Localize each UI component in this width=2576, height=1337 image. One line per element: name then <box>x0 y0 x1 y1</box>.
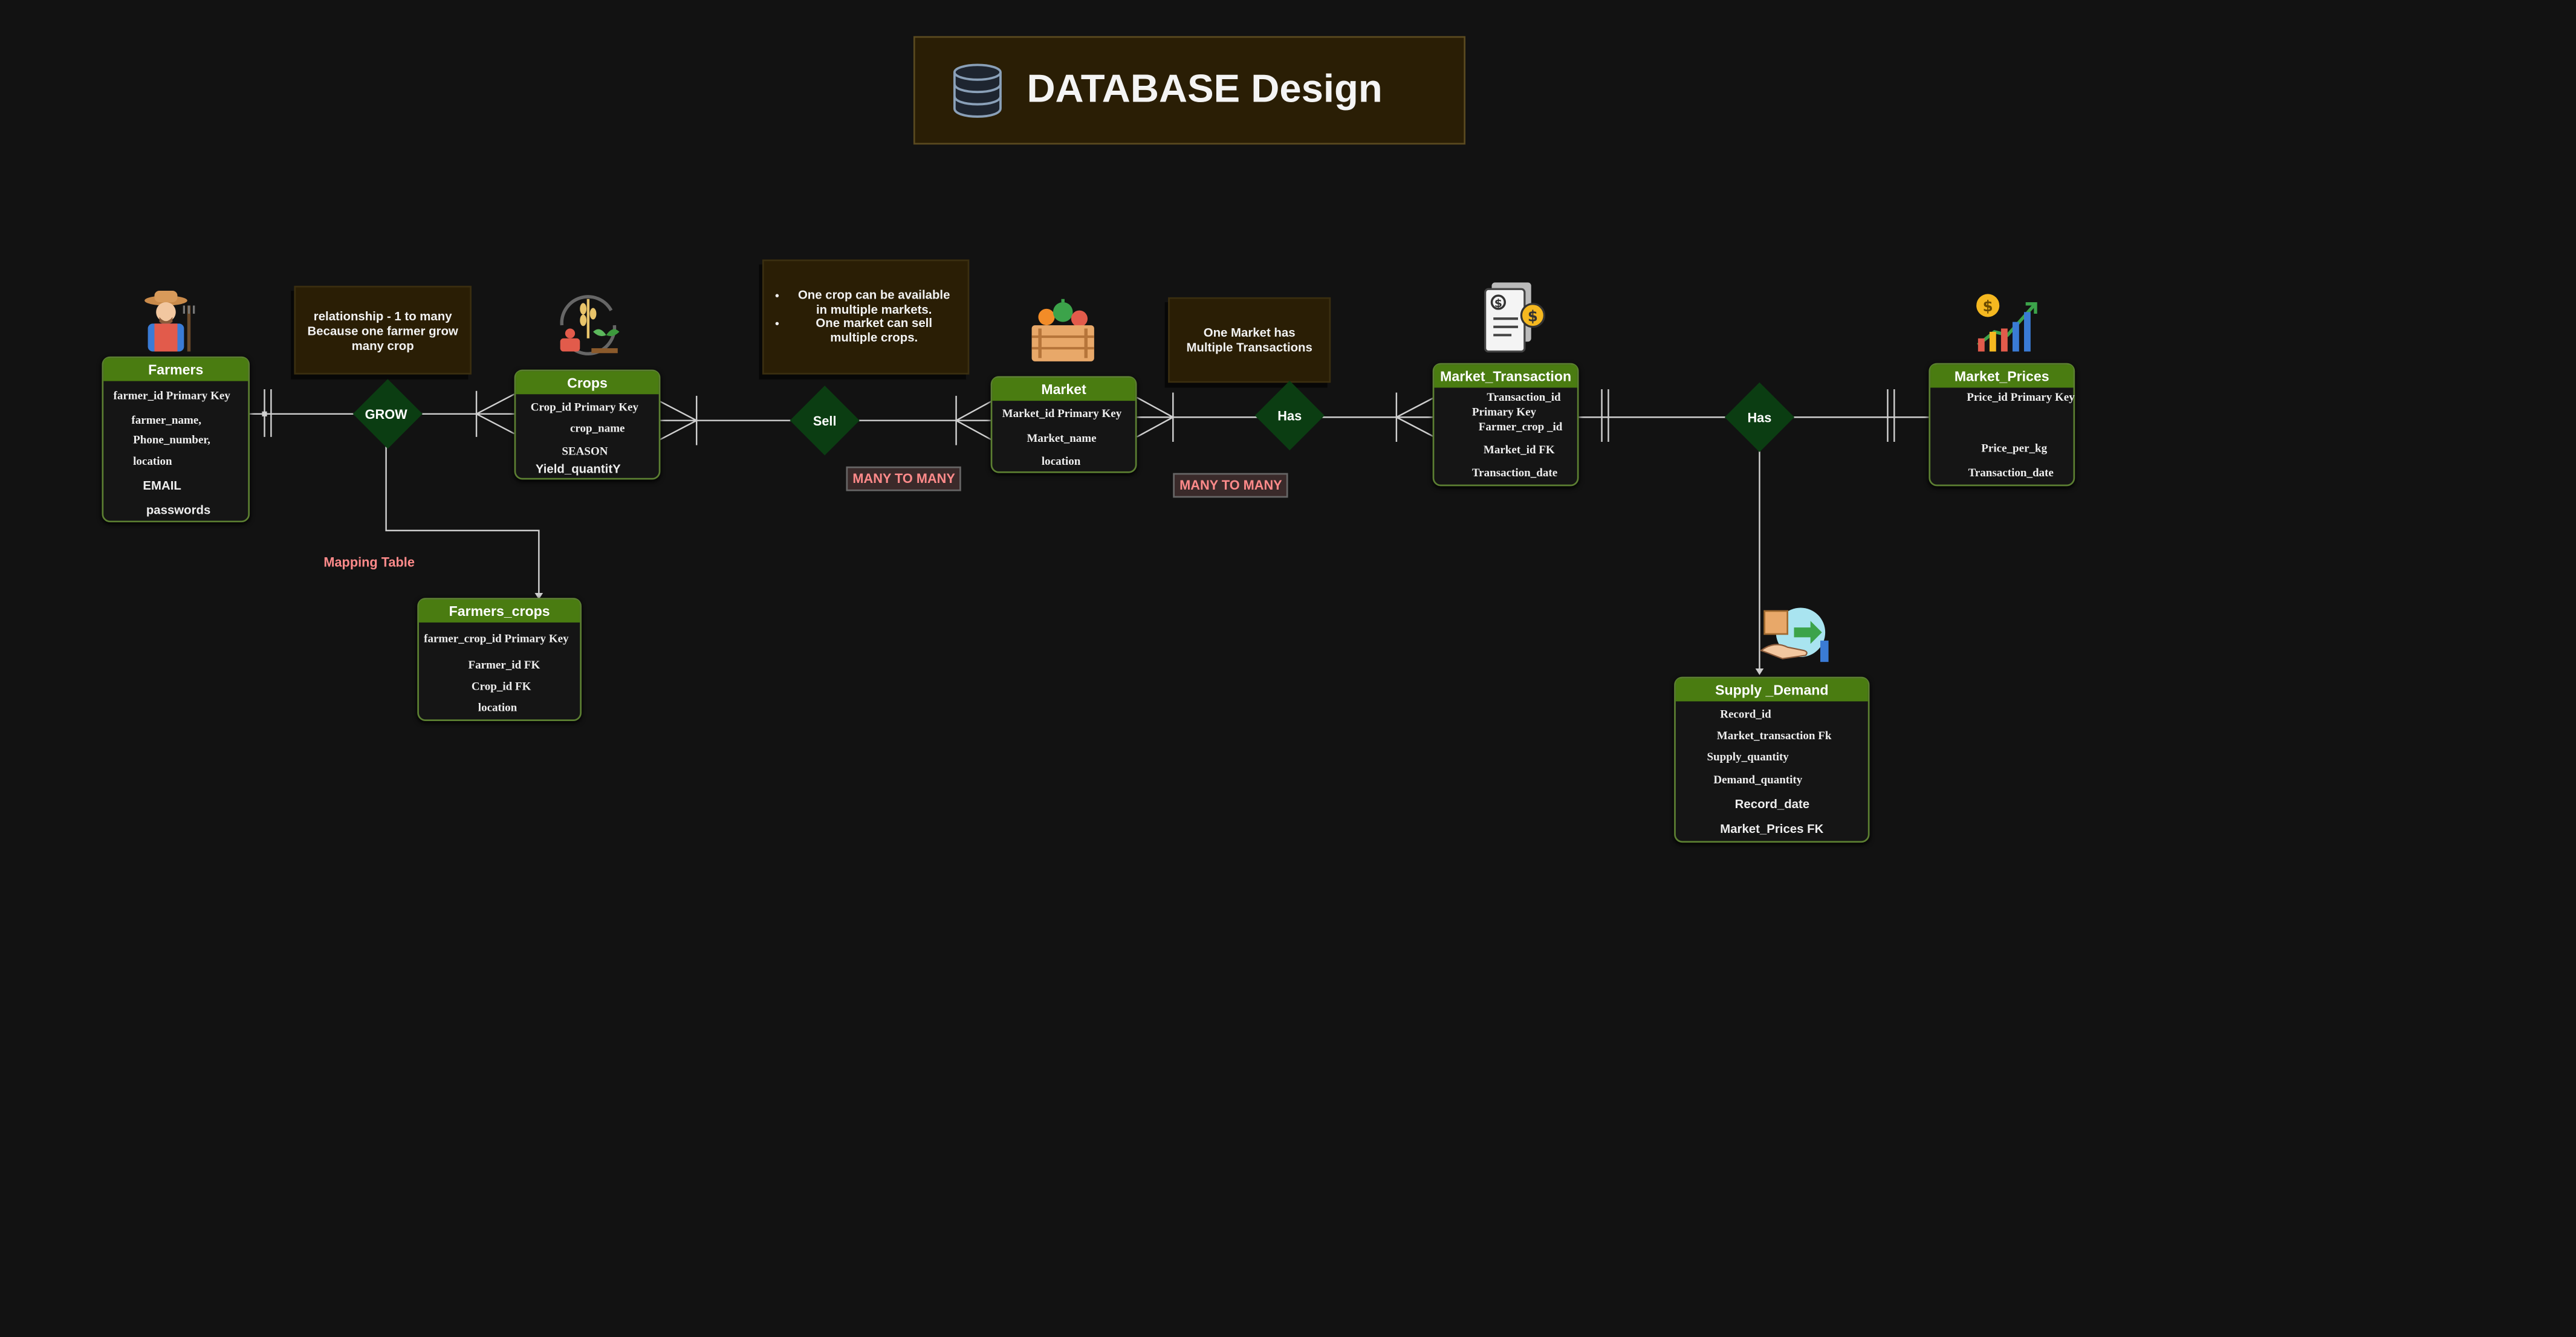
field: farmer_crop_id Primary Key <box>424 632 569 646</box>
field: Market_name <box>1027 432 1097 445</box>
page-title: DATABASE Design <box>1027 67 1383 112</box>
field: Transaction_date <box>1968 466 2054 480</box>
entity-title: Market <box>992 378 1135 401</box>
field: crop_name <box>569 422 625 436</box>
field: Market_transaction Fk <box>1716 729 1832 743</box>
market-crate-icon <box>1031 299 1094 361</box>
sell-note-item: One market can sell multiple crops. <box>794 316 955 346</box>
sell-relationship-note: One crop can be available in multiple ma… <box>762 259 970 375</box>
has-relationship-note: One Market has Multiple Transactions <box>1168 297 1331 383</box>
field: Record_id <box>1720 708 1771 721</box>
has-label-transaction: Has <box>1747 410 1772 426</box>
entity-title: Farmers_crops <box>418 599 580 623</box>
title-banner: DATABASE Design <box>913 36 1466 145</box>
field: Price_id Primary Key <box>1967 390 2075 404</box>
sell-note-item: One crop can be available in multiple ma… <box>794 288 955 317</box>
many-to-many-badge-sell: MANY TO MANY <box>846 466 962 491</box>
entity-title: Market_Prices <box>1930 364 2074 388</box>
field: Transaction_date <box>1471 466 1558 480</box>
farmer-icon <box>144 290 195 352</box>
field: SEASON <box>562 445 608 459</box>
field: Market_id Primary Key <box>1002 407 1122 421</box>
field: EMAIL <box>143 478 181 493</box>
entity-market-transaction[interactable]: Market_Transaction Transaction_id Primar… <box>1432 363 1579 487</box>
entity-title: Crops <box>516 371 659 395</box>
entity-market-prices[interactable]: Market_Prices Price_id Primary Key Price… <box>1929 363 2075 487</box>
many-to-many-badge-has: MANY TO MANY <box>1173 473 1289 498</box>
grow-note-text: relationship - 1 to many Because one far… <box>307 308 458 352</box>
field: Crop_id Primary Key <box>530 401 639 414</box>
sell-label: Sell <box>813 413 837 429</box>
field: Market_Prices FK <box>1720 821 1824 837</box>
field: Supply_quantity <box>1707 750 1789 764</box>
svg-text:$: $ <box>1983 297 1993 315</box>
entity-title: Supply _Demand <box>1675 678 1868 702</box>
field: location <box>133 455 172 468</box>
grow-label: GROW <box>365 407 407 422</box>
entity-title: Market_Transaction <box>1434 364 1577 388</box>
field: Transaction_id Primary Key <box>1471 390 1561 419</box>
field: Farmer_crop _id <box>1478 420 1563 434</box>
database-icon <box>953 63 1002 118</box>
crop-plant-icon <box>560 295 620 355</box>
entity-market[interactable]: Market Market_id Primary Key Market_name… <box>990 376 1137 473</box>
entity-farmers-crops[interactable]: Farmers_crops farmer_crop_id Primary Key… <box>417 598 582 721</box>
field: Record_date <box>1734 796 1810 812</box>
entity-title: Farmers <box>103 358 248 381</box>
supply-hand-box-icon <box>1759 607 1829 662</box>
has-note-text: One Market has Multiple Transactions <box>1186 325 1312 355</box>
field: Phone_number, <box>133 433 210 447</box>
svg-text:$: $ <box>1494 297 1502 310</box>
field: farmer_id Primary Key <box>113 389 230 403</box>
entity-farmers[interactable]: Farmers farmer_id Primary Key farmer_nam… <box>102 356 250 523</box>
field: Farmer_id FK <box>468 658 540 672</box>
field: Yield_quantitY <box>535 461 621 477</box>
price-growth-chart-icon: $ <box>1976 294 2037 352</box>
invoice-dollar-icon: $ $ <box>1484 282 1546 353</box>
field: Price_per_kg <box>1981 442 2048 455</box>
svg-text:$: $ <box>1528 307 1538 325</box>
entity-crops[interactable]: Crops Crop_id Primary Key crop_name SEAS… <box>514 369 661 480</box>
entity-supply-demand[interactable]: Supply _Demand Record_id Market_transact… <box>1674 676 1870 843</box>
field: Demand_quantity <box>1713 773 1803 787</box>
has-label-market: Has <box>1277 409 1302 424</box>
field: location <box>1041 455 1081 468</box>
field: farmer_name, <box>131 413 202 427</box>
mapping-table-label: Mapping Table <box>323 555 415 570</box>
field: passwords <box>146 502 211 518</box>
field: Market_id FK <box>1483 443 1555 457</box>
field: Crop_id FK <box>471 680 531 693</box>
field: location <box>478 701 517 715</box>
grow-relationship-note: relationship - 1 to many Because one far… <box>294 285 472 375</box>
